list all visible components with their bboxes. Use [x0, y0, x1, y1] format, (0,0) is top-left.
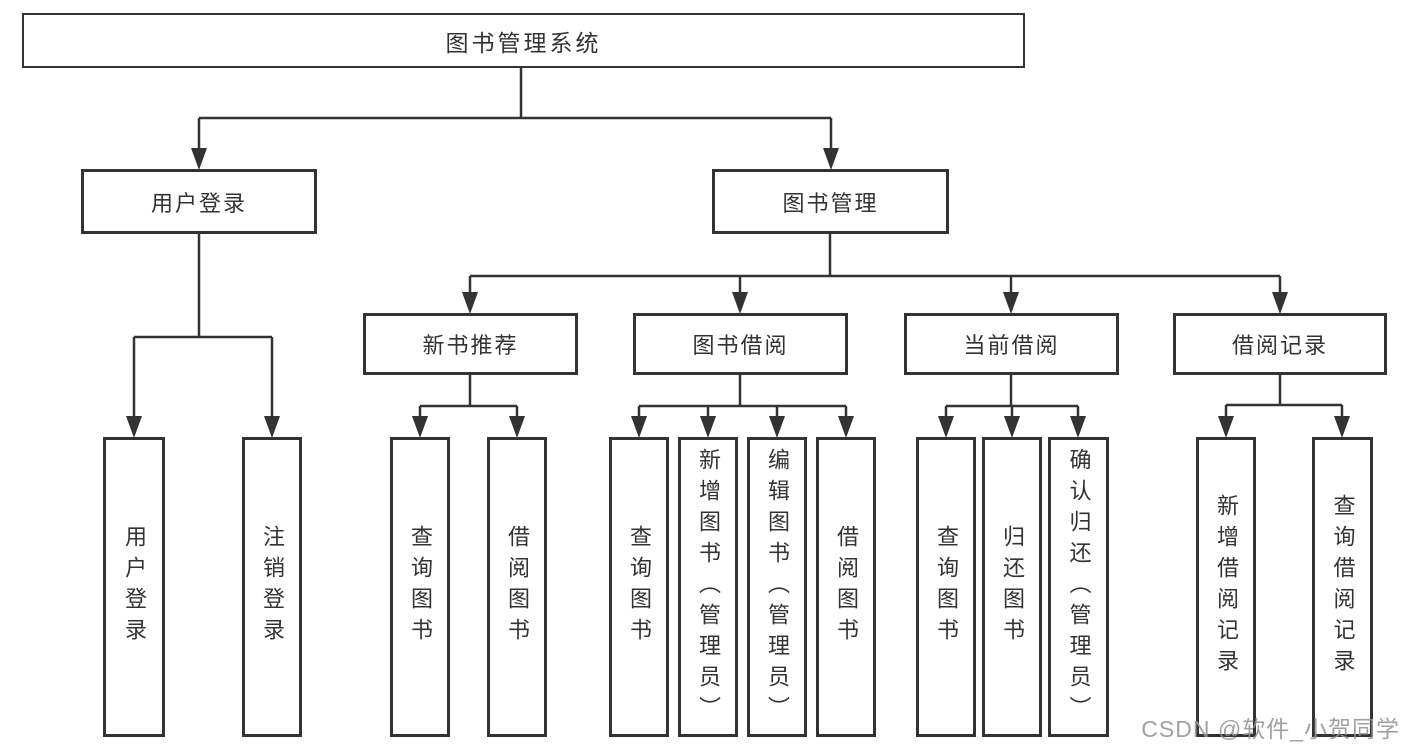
node-label: 查询图书: [627, 525, 652, 649]
node-borrowing-records: 借阅记录: [1173, 313, 1387, 375]
node-label: 新增图书（管理员）: [696, 447, 721, 727]
leaf-borrow-books-borrowing: 借阅图书: [816, 437, 876, 737]
node-current-borrowing: 当前借阅: [904, 313, 1119, 375]
leaf-edit-books-admin: 编辑图书（管理员）: [747, 437, 807, 737]
leaf-borrow-books-recommend: 借阅图书: [487, 437, 547, 737]
leaf-query-books-borrowing: 查询图书: [609, 437, 669, 737]
node-new-book-recommend: 新书推荐: [363, 313, 578, 375]
node-label: 用户登录: [122, 525, 147, 649]
leaf-add-books-admin: 新增图书（管理员）: [678, 437, 738, 737]
leaf-query-borrow-record: 查询借阅记录: [1312, 437, 1373, 737]
node-label: 图书管理系统: [445, 29, 602, 56]
node-label: 注销登录: [260, 525, 285, 649]
node-label: 编辑图书（管理员）: [765, 447, 790, 727]
node-user-login-group: 用户登录: [81, 169, 317, 234]
node-label: 图书管理: [782, 190, 879, 216]
leaf-return-books: 归还图书: [982, 437, 1042, 737]
node-book-management: 图书管理: [712, 169, 949, 234]
node-label: 查询图书: [934, 525, 959, 649]
node-label: 借阅图书: [505, 525, 530, 649]
node-label: 查询借阅记录: [1330, 494, 1356, 680]
leaf-query-books-recommend: 查询图书: [390, 437, 450, 737]
node-label: 查询图书: [408, 525, 433, 649]
node-label: 归还图书: [1000, 525, 1025, 649]
leaf-query-books-current: 查询图书: [916, 437, 976, 737]
node-label: 当前借阅: [963, 333, 1060, 358]
arrowheads: [126, 148, 1350, 438]
node-label: 用户登录: [150, 190, 247, 216]
leaf-user-login: 用户登录: [103, 437, 165, 737]
node-library-management-system: 图书管理系统: [22, 13, 1025, 68]
node-label: 新增借阅记录: [1214, 494, 1239, 680]
leaf-logout: 注销登录: [242, 437, 302, 737]
node-label: 借阅图书: [834, 525, 859, 649]
csdn-watermark: CSDN @软件_小贺同学: [1141, 716, 1400, 742]
node-label: 借阅记录: [1231, 333, 1328, 358]
node-book-borrowing: 图书借阅: [633, 313, 848, 375]
node-label: 图书借阅: [692, 333, 789, 358]
leaf-confirm-return-admin: 确认归还（管理员）: [1048, 437, 1109, 737]
node-label: 新书推荐: [422, 333, 519, 358]
node-label: 确认归还（管理员）: [1066, 447, 1092, 727]
leaf-add-borrow-record: 新增借阅记录: [1196, 437, 1256, 737]
